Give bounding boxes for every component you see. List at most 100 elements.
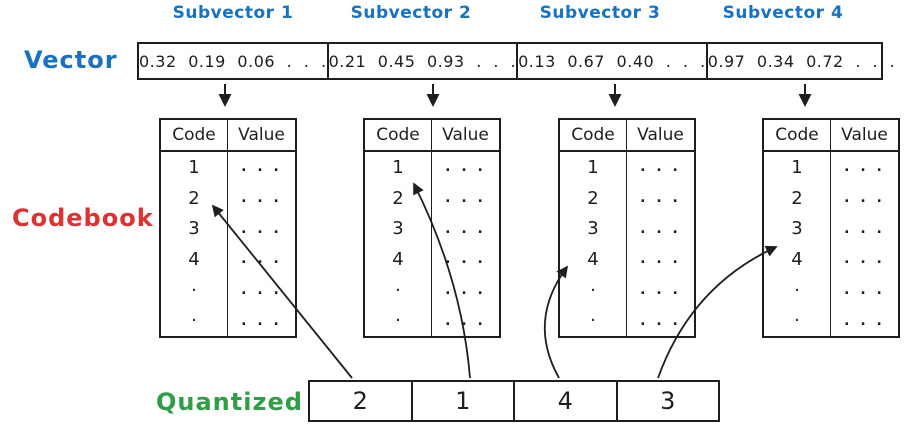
vector-cell-1: 0.32 0.19 0.06 . . . [139, 44, 329, 78]
table-row: 3 . . . [764, 213, 898, 245]
table-row: · . . . [365, 274, 499, 306]
code-cell: 4 [365, 244, 432, 275]
value-cell: . . . [844, 159, 885, 176]
table-row: 2 . . . [764, 182, 898, 214]
code-cell: · [764, 305, 831, 337]
code-cell: · [161, 305, 228, 337]
subvector-2-label: Subvector 2 [350, 3, 472, 23]
table-row: 3 . . . [365, 213, 499, 245]
value-cell: . . . [844, 312, 885, 329]
value-cell: . . . [640, 190, 681, 206]
vector-cell-2: 0.21 0.45 0.93 . . . [329, 44, 519, 78]
code-cell: 4 [560, 244, 627, 275]
value-cell: . . . [241, 190, 282, 206]
table-header-value: Value [442, 125, 489, 145]
table-row: 2 . . . [365, 182, 499, 214]
code-cell: 4 [161, 244, 228, 275]
table-row: · . . . [365, 305, 499, 337]
value-cell: . . . [640, 251, 681, 268]
table-row: 3. . . [161, 213, 295, 245]
code-cell: 2 [161, 182, 228, 214]
code-cell: 1 [560, 152, 627, 183]
code-cell: · [764, 274, 831, 306]
code-cell: · [560, 274, 627, 306]
value-cell: . . . [844, 251, 885, 268]
subvector-4-label: Subvector 4 [722, 3, 844, 23]
quantized-cell-4: 3 [660, 387, 676, 415]
vector-label: Vector [24, 46, 118, 74]
table-header-code: Code [161, 120, 228, 150]
table-row: 4 . . . [764, 244, 898, 275]
value-cell: . . . [640, 159, 681, 176]
code-cell: 3 [365, 213, 432, 245]
code-cell: 2 [560, 182, 627, 214]
table-row: · . . . [560, 305, 694, 337]
value-cell: . . . [445, 159, 486, 176]
value-cell: . . . [445, 282, 486, 299]
code-cell: · [365, 305, 432, 337]
code-cell: 1 [764, 152, 831, 183]
subvector-3-label: Subvector 3 [539, 3, 661, 23]
value-cell: . . . [241, 251, 282, 268]
table-row: · . . . [161, 274, 295, 306]
code-cell: 3 [161, 213, 228, 245]
table-row: · . . . [560, 274, 694, 306]
table-row: 1 . . . [560, 152, 694, 183]
table-header-value: Value [841, 125, 888, 145]
quantized-cell-2: 1 [413, 382, 515, 420]
table-row: 3 . . . [560, 213, 694, 245]
table-row: · . . . [764, 305, 898, 337]
value-cell: . . . [844, 282, 885, 299]
code-cell: · [560, 305, 627, 337]
quantized-cell-3: 4 [515, 382, 618, 420]
value-cell: . . . [445, 190, 486, 206]
value-cell: . . . [241, 282, 282, 299]
code-cell: · [161, 274, 228, 306]
quantized-label: Quantized [156, 388, 303, 416]
value-cell: . . . [844, 190, 885, 206]
table-row: 1 . . . [764, 152, 898, 183]
code-cell: 3 [560, 213, 627, 245]
subvector-1-label: Subvector 1 [172, 3, 294, 23]
value-cell: . . . [445, 312, 486, 329]
code-cell: 1 [365, 152, 432, 183]
table-header-value: Value [637, 125, 684, 145]
value-cell: . . . [640, 312, 681, 329]
value-cell: . . . [844, 220, 885, 237]
code-cell: 2 [365, 182, 432, 214]
table-header-code: Code [560, 120, 627, 150]
table-row: 2 . . . [161, 182, 295, 214]
table-header-value: Value [238, 125, 285, 145]
quantized-box: 2 1 4 3 [308, 380, 720, 422]
table-row: 4 . . . [560, 244, 694, 275]
quantized-cell-1: 2 [310, 382, 413, 420]
table-header-code: Code [764, 120, 831, 150]
table-row: 1 . . . [365, 152, 499, 183]
code-cell: 1 [161, 152, 228, 183]
table-row: 4 . . . [161, 244, 295, 275]
table-row: 1 . . . [161, 152, 295, 183]
value-cell: . . . [640, 282, 681, 299]
table-row: 4 . . . [365, 244, 499, 275]
code-cell: 3 [764, 213, 831, 245]
value-cell: . . . [640, 220, 681, 237]
value-cell: . . . [241, 159, 282, 176]
value-cell: . . . [445, 251, 486, 268]
table-header-code: Code [365, 120, 432, 150]
code-cell: · [365, 274, 432, 306]
value-cell: . . . [445, 220, 486, 237]
table-row: 2 . . . [560, 182, 694, 214]
vector-cell-3: 0.13 0.67 0.40 . . . [518, 44, 708, 78]
table-row: ·. . . [161, 305, 295, 337]
vector-cell-4: 0.97 0.34 0.72 . . . [707, 51, 896, 71]
code-cell: 2 [764, 182, 831, 214]
code-cell: 4 [764, 244, 831, 275]
vector-box: 0.32 0.19 0.06 . . . 0.21 0.45 0.93 . . … [137, 42, 895, 80]
codebook-label: Codebook [12, 204, 154, 232]
table-row: · . . . [764, 274, 898, 306]
